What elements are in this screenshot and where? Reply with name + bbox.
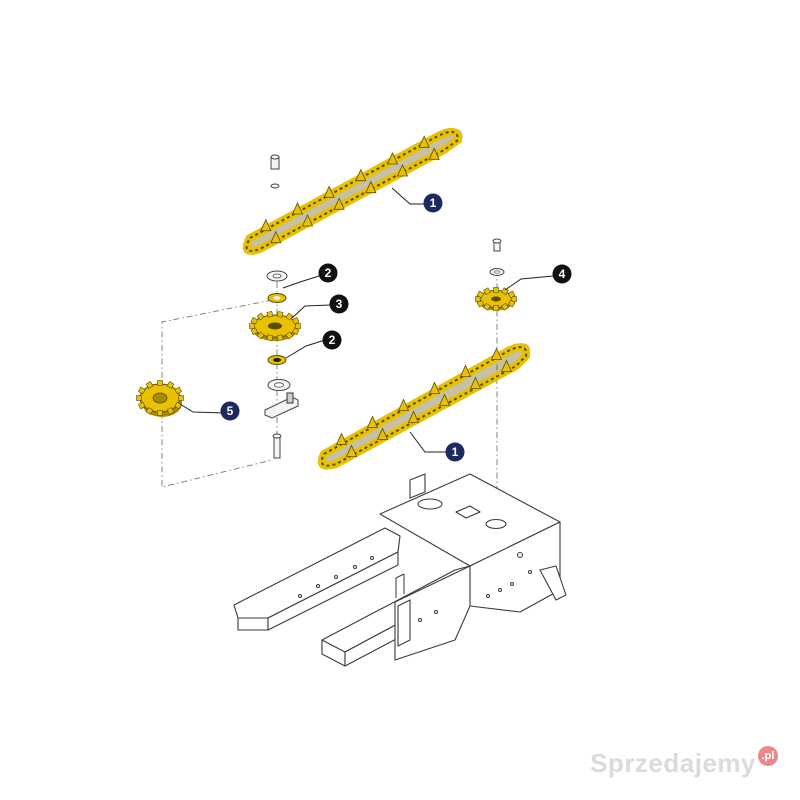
callout-3: 3 (329, 294, 349, 314)
callout-2: 2 (318, 263, 338, 283)
watermark-text: Sprzedajemy (590, 747, 756, 778)
chain-lower-flights (335, 347, 513, 457)
chain-flight (428, 147, 440, 160)
chain-flight (418, 135, 430, 148)
chain-flight (301, 214, 314, 227)
callout-label: 1 (452, 445, 459, 459)
callout-label: 4 (559, 267, 566, 281)
chain-flight (407, 410, 420, 423)
chain-flight (428, 381, 441, 394)
chain-flight (291, 202, 304, 215)
bushing-lower (267, 355, 287, 365)
frame-chassis (233, 473, 567, 667)
callout-2: 2 (322, 330, 342, 350)
chain-flight (376, 427, 389, 440)
bolt-bottom-left (272, 433, 282, 459)
watermark: Sprzedajemy .pl (590, 746, 778, 780)
callout-label: 1 (430, 196, 437, 210)
bolt-top-right (492, 238, 502, 252)
chain-flight (438, 393, 451, 406)
chain-flight (397, 398, 410, 411)
chain-upper (242, 127, 463, 255)
bushing-upper (267, 293, 287, 303)
chain-lower (317, 343, 531, 470)
sprocket-right (475, 287, 517, 311)
watermark-badge: .pl (758, 746, 778, 766)
callout-1: 1 (423, 193, 443, 213)
chain-flight (366, 415, 379, 428)
callouts: 1 2 3 2 4 5 1 (220, 193, 572, 462)
callout-1: 1 (445, 442, 465, 462)
chain-flight (469, 376, 482, 389)
chain-flight (333, 197, 345, 210)
chain-flight (355, 168, 367, 182)
chain-flight (500, 359, 513, 372)
chain-upper-flights (260, 135, 440, 244)
chain-flight (260, 218, 272, 232)
bolt-top-left (270, 154, 280, 189)
chain-flight (345, 444, 358, 457)
chain-flight (386, 152, 399, 165)
callout-4: 4 (552, 264, 572, 284)
washer-lower-left (267, 379, 291, 391)
washer-upper-left (266, 270, 288, 282)
chain-flight (335, 432, 348, 445)
callout-label: 2 (325, 266, 332, 280)
chain-flight (396, 164, 409, 177)
chain-flight (323, 185, 335, 198)
callout-label: 5 (227, 404, 234, 418)
chain-flight (459, 364, 472, 377)
chain-flight (365, 180, 377, 194)
bearing-bracket (264, 392, 299, 419)
sprocket-middle (249, 310, 301, 342)
chain-flight (270, 230, 282, 244)
chain-flight (490, 347, 503, 360)
callout-label: 3 (336, 297, 343, 311)
callout-5: 5 (220, 401, 240, 421)
washer-right (489, 268, 505, 276)
sprocket-left (136, 380, 184, 417)
callout-label: 2 (329, 333, 336, 347)
